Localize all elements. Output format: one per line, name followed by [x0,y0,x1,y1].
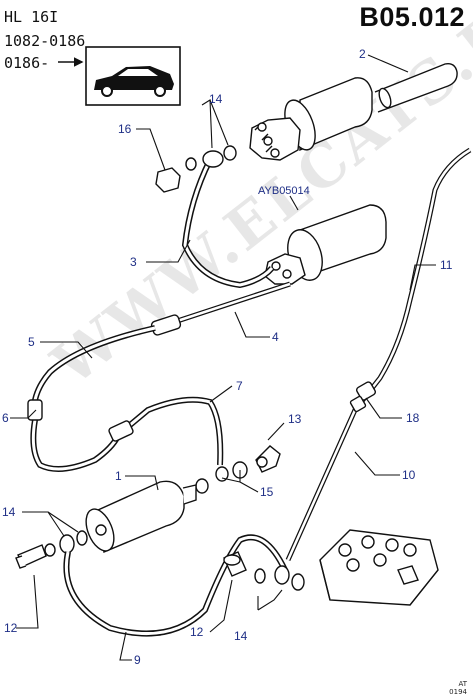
callout-15: 15 [260,485,274,499]
callout-ayb05014: AYB05014 [258,185,310,197]
corner-mark-top: AT [458,680,467,688]
callout-14-upper: 14 [209,92,223,106]
date-from-label: 0186- [4,54,50,72]
parts [15,62,472,637]
leader-lines [10,54,436,661]
model-label: HL 16I [4,8,59,26]
callout-5: 5 [28,335,35,349]
callout-4: 4 [272,330,279,344]
callout-7: 7 [236,379,243,393]
date-range-label: 1082-0186 [4,32,86,50]
diagram-code: B05.012 [359,2,465,32]
callout-3: 3 [130,255,137,269]
callout-13: 13 [288,412,302,426]
callout-14-bottom: 14 [234,629,248,643]
vehicle-thumbnail [85,46,181,106]
corner-mark: AT 0194 [449,680,467,696]
fuel-pump-middle [264,204,387,285]
callout-12-bottom: 12 [190,625,204,639]
callout-14-left: 14 [2,505,16,519]
fuel-pump-upper [249,62,458,161]
callout-1: 1 [115,469,122,483]
callout-labels: 2 14 16 3 5 4 6 7 1 13 14 15 10 18 11 12… [2,47,453,667]
callout-16: 16 [118,122,132,136]
fuel-distributor [319,529,439,606]
callout-6: 6 [2,411,9,425]
callout-9: 9 [134,653,141,667]
callout-11: 11 [440,258,453,272]
callout-12-left: 12 [4,621,18,635]
fuel-filter [85,480,197,553]
callout-18: 18 [406,411,420,425]
corner-mark-bottom: 0194 [449,688,467,696]
callout-10: 10 [402,468,416,482]
callout-2: 2 [359,47,366,61]
